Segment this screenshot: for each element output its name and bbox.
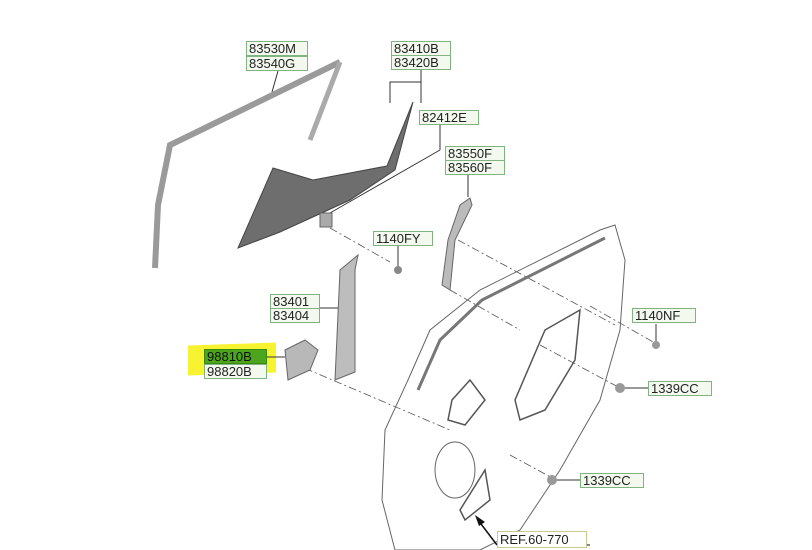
part-label-83530M[interactable]: 83530M — [246, 41, 308, 56]
part-label-83404[interactable]: 83404 — [270, 308, 320, 323]
part-label-98810B[interactable]: 98810B — [204, 349, 267, 364]
part-label-83550F[interactable]: 83550F — [445, 146, 505, 161]
part-label-83401[interactable]: 83401 — [270, 294, 320, 309]
part-label-83540G[interactable]: 83540G — [246, 56, 308, 71]
part-label-1339CC[interactable]: 1339CC — [580, 473, 644, 488]
part-label-1140FY[interactable]: 1140FY — [373, 231, 433, 246]
part-label-83420B[interactable]: 83420B — [391, 55, 451, 70]
reference-label[interactable]: REF.60-770 — [497, 531, 587, 548]
part-label-83560F[interactable]: 83560F — [445, 160, 505, 175]
part-label-83410B[interactable]: 83410B — [391, 41, 451, 56]
part-label-82412E[interactable]: 82412E — [419, 110, 479, 125]
part-label-1140NF[interactable]: 1140NF — [632, 308, 696, 323]
part-label-1339CC[interactable]: 1339CC — [648, 381, 712, 396]
part-label-98820B[interactable]: 98820B — [204, 364, 267, 379]
